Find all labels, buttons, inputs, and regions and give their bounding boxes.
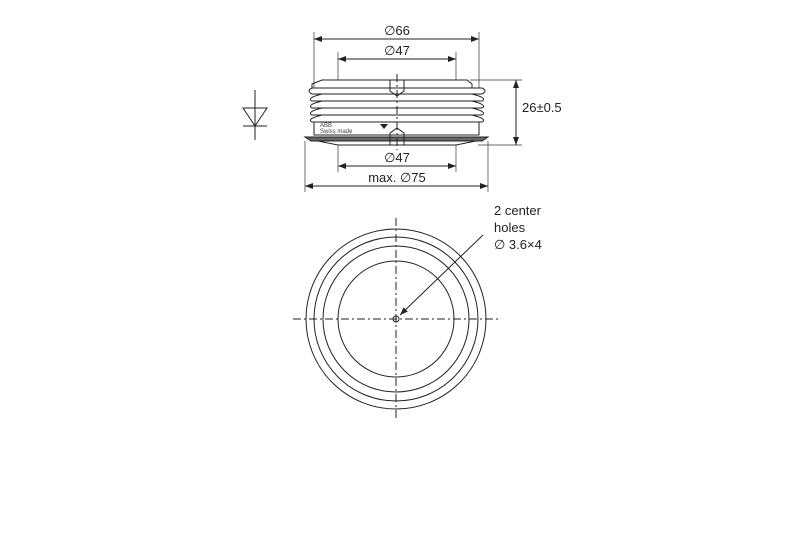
note-center-holes-line2: holes: [494, 220, 526, 235]
dim-height: 26±0.5: [522, 100, 562, 115]
dim-flange-diameter: max. ∅75: [368, 170, 426, 185]
dim-top-inner-diameter: ∅47: [384, 43, 410, 58]
side-view: ABB Swiss made: [303, 32, 522, 192]
note-center-holes-line3: ∅ 3.6×4: [494, 237, 542, 252]
marking-origin: Swiss made: [320, 129, 353, 135]
top-view: [293, 218, 498, 420]
dim-top-outer-diameter: ∅66: [384, 23, 410, 38]
diode-symbol-icon: [242, 90, 268, 140]
dim-bottom-inner-diameter: ∅47: [384, 150, 410, 165]
note-center-holes-line1: 2 center: [494, 203, 542, 218]
marking-brand: ABB: [320, 123, 332, 129]
